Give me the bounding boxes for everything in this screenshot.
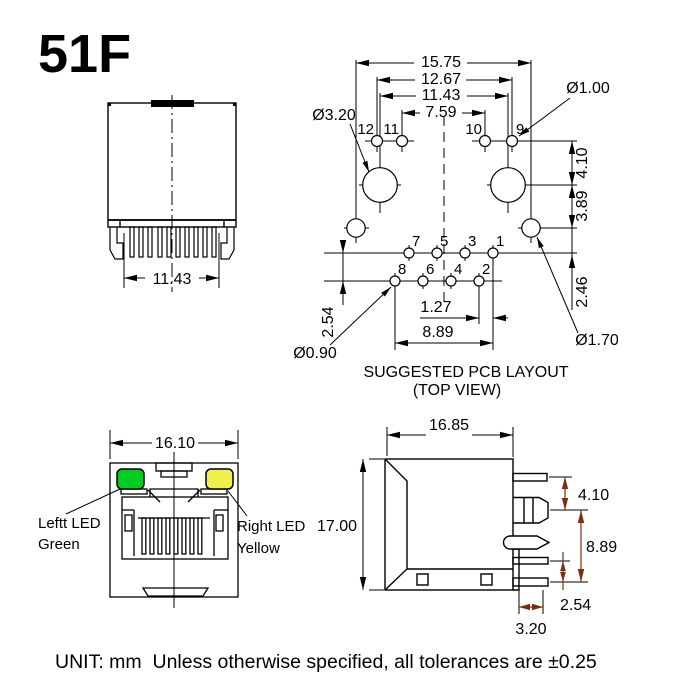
left-led-label-line1: Leftt LED — [38, 515, 101, 532]
pcb-callout-led-pin-dia: Ø1.00 — [566, 80, 610, 97]
top-view-contact-teeth — [109, 226, 235, 260]
corner-tick-left — [108, 103, 111, 106]
left-hook — [109, 227, 124, 260]
front-view-dim-arrows — [110, 439, 238, 447]
page-title: 51F — [38, 24, 131, 84]
front-view-dim-lines — [65, 430, 248, 517]
pcb-pin-label-2: 2 — [482, 261, 490, 278]
pcb-layout: 15.75 12.67 11.43 7.59 4.10 3.89 2.46 2.… — [293, 54, 619, 399]
pcb-hole-pin-9 — [505, 134, 519, 148]
front-view-width-dim: 16.10 — [155, 435, 195, 452]
pcb-hole-pin-10 — [478, 134, 492, 148]
pcb-caption-line1: SUGGESTED PCB LAYOUT — [363, 364, 568, 381]
right-led-label-line1: Right LED — [237, 518, 306, 535]
pcb-hole-post-right — [490, 167, 526, 203]
side-view-width-dim: 16.85 — [429, 417, 469, 434]
pcb-pin-label-3: 3 — [468, 233, 476, 250]
top-view-dim-arrows — [124, 274, 219, 282]
top-view-width-dim: 11.43 — [153, 271, 192, 288]
side-view-body — [384, 458, 551, 591]
front-view: 16.10 Leftt LED Green Right LED Yellow — [38, 430, 306, 608]
pcb-hole-mount-right — [521, 218, 541, 238]
pcb-callout-post-dia: Ø3.20 — [312, 107, 356, 124]
right-led-yellow — [205, 468, 234, 490]
pcb-pin-labels: 12 11 10 9 7 5 3 1 8 6 4 2 — [357, 121, 524, 278]
pcb-dim-mount-to-pin-row: 2.46 — [574, 276, 591, 307]
pcb-callout-signal-pin-dia: Ø0.90 — [293, 345, 337, 362]
left-led-label-line2: Green — [38, 536, 80, 553]
right-hook — [220, 227, 235, 260]
pcb-pin-label-8: 8 — [398, 261, 406, 278]
side-view-pin-pitch-dim: 2.54 — [560, 597, 591, 614]
pcb-pin-label-6: 6 — [426, 261, 434, 278]
side-view-black-dim-arrows — [359, 431, 513, 590]
pcb-hole-pin-2 — [473, 275, 485, 287]
pcb-hole-pin-8 — [389, 275, 401, 287]
side-view: 16.85 17.00 4.10 8.89 2.54 3.20 — [317, 417, 617, 638]
pcb-hole-pin-11 — [395, 134, 409, 148]
top-view: 11.43 — [107, 95, 237, 292]
pcb-hole-mount-left — [346, 218, 366, 238]
pcb-hole-pin-4 — [445, 275, 457, 287]
pcb-pin-label-11: 11 — [383, 121, 399, 138]
pcb-dim-arrows — [339, 59, 576, 347]
side-view-red-dim-arrows — [519, 477, 585, 611]
pcb-pin-label-4: 4 — [454, 261, 462, 278]
pcb-dim-mount-span: 15.75 — [421, 54, 461, 71]
pcb-holes — [346, 134, 541, 287]
pcb-caption-line2: (TOP VIEW) — [413, 382, 501, 399]
pcb-hole-pin-1 — [487, 247, 499, 259]
pcb-pin-label-9: 9 — [516, 121, 524, 138]
side-view-leg-offset-dim: 3.20 — [515, 621, 546, 638]
footer-note: UNIT: mm Unless otherwise specified, all… — [55, 651, 597, 673]
pcb-pin-label-7: 7 — [412, 233, 420, 250]
front-view-body — [109, 462, 239, 598]
pcb-dim-led-row-to-post: 4.10 — [574, 147, 591, 178]
side-view-height-dim: 17.00 — [317, 518, 357, 535]
side-view-led-pin-offset-dim: 4.10 — [578, 487, 609, 504]
pcb-dim-pin-row-pitch: 2.54 — [320, 306, 337, 337]
pcb-pin-label-12: 12 — [357, 121, 374, 138]
pcb-hole-pin-6 — [417, 275, 429, 287]
pcb-hole-pin-7 — [403, 247, 415, 259]
side-view-pin-depth-dim: 8.89 — [586, 539, 617, 556]
pcb-pin-label-1: 1 — [496, 233, 504, 250]
pcb-dim-led-outer-span: 12.67 — [421, 71, 461, 88]
pcb-dim-post-to-mount: 3.89 — [574, 190, 591, 221]
pcb-pin-label-10: 10 — [465, 121, 482, 138]
pcb-hole-pin-12 — [370, 134, 384, 148]
pcb-dim-led-inner-span: 7.59 — [425, 104, 456, 121]
pcb-hole-pin-5 — [431, 247, 443, 259]
side-view-extension-lines — [362, 427, 588, 614]
pcb-dim-post-span: 11.43 — [422, 87, 461, 104]
right-led-label-line2: Yellow — [237, 540, 280, 557]
pcb-dim-pin-stagger: 1.27 — [420, 299, 451, 316]
left-led-green — [116, 468, 145, 490]
pcb-hole-post-left — [362, 167, 398, 203]
pcb-pin-label-5: 5 — [440, 233, 448, 250]
corner-tick-right — [233, 103, 236, 106]
pcb-dim-pin-row-span: 8.89 — [422, 324, 453, 341]
pcb-callout-mount-dia: Ø1.70 — [575, 332, 619, 349]
pcb-hole-pin-3 — [459, 247, 471, 259]
